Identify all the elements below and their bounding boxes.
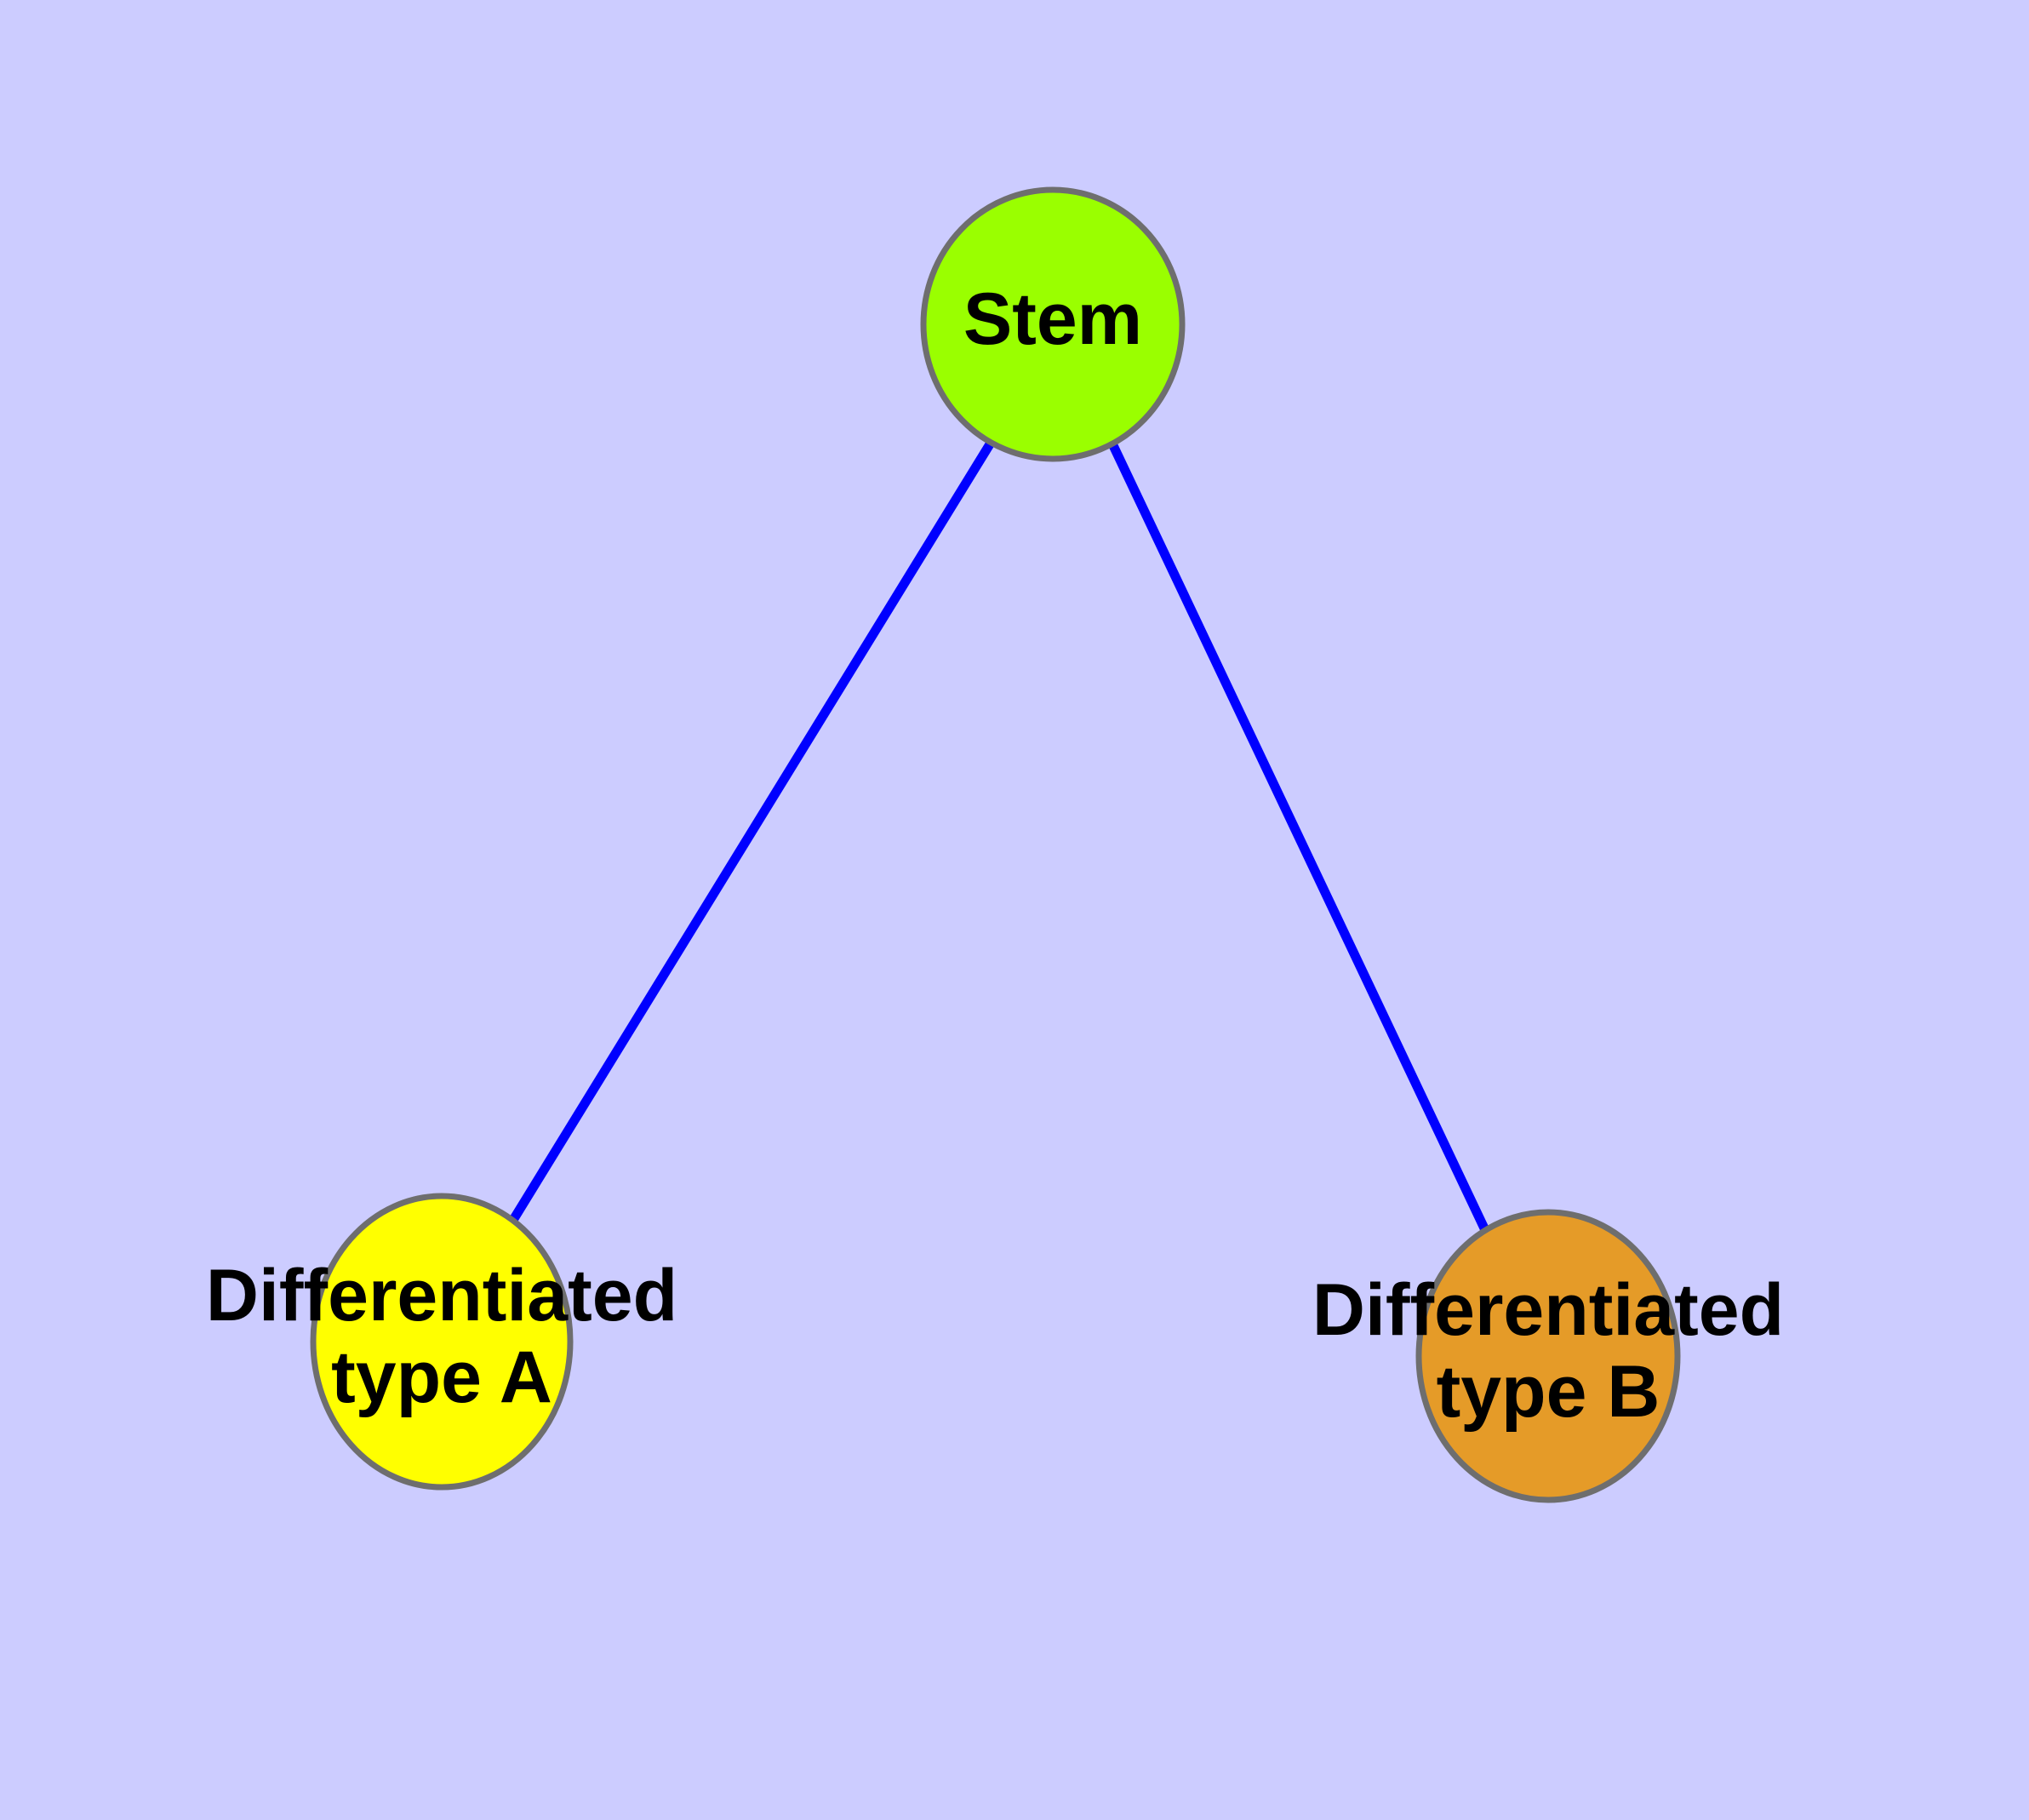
- node-label-line: Differentiated: [206, 1255, 677, 1336]
- node-label-line: type A: [331, 1336, 552, 1418]
- node-label-line: type B: [1437, 1351, 1660, 1433]
- node-label-line: Stem: [963, 278, 1142, 360]
- node-label-stem: Stem: [963, 278, 1142, 360]
- node-diff-b[interactable]: [1415, 1209, 1681, 1503]
- edge-stem-to-diff-a[interactable]: [506, 438, 997, 1227]
- edge-stem-to-diff-b[interactable]: [1106, 438, 1489, 1233]
- node-stem[interactable]: [920, 186, 1186, 462]
- node-diff-a[interactable]: [310, 1193, 574, 1491]
- node-label-line: Differentiated: [1312, 1269, 1784, 1351]
- nodes-layer: [310, 186, 1681, 1503]
- edges-layer: [506, 438, 1489, 1233]
